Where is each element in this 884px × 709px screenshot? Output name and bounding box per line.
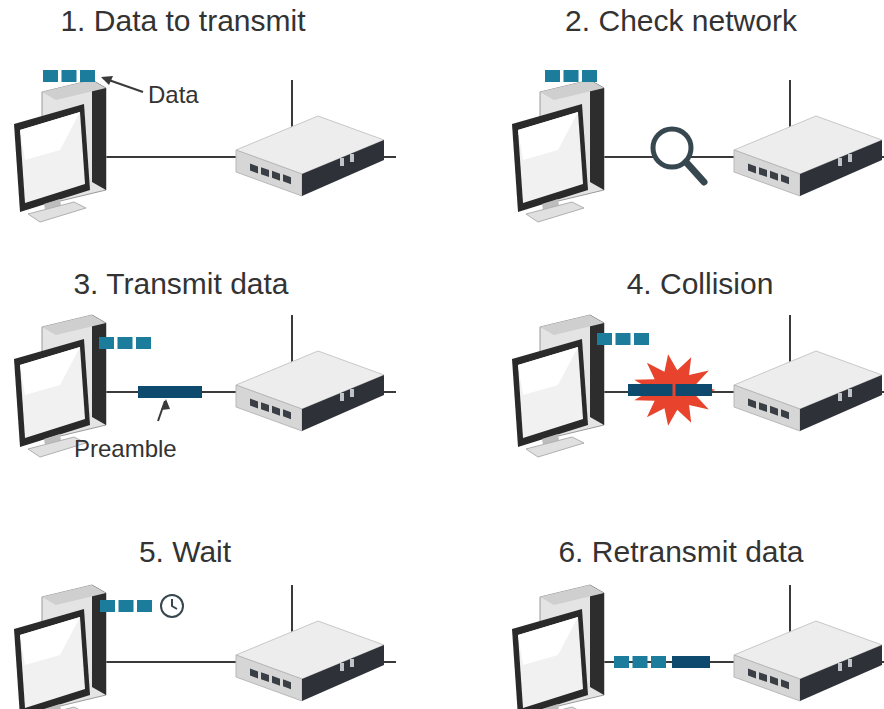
data-blocks bbox=[100, 600, 152, 612]
network-cable bbox=[882, 156, 884, 158]
network-cable bbox=[100, 661, 240, 663]
network-cable bbox=[384, 391, 396, 393]
step-title: 3. Transmit data bbox=[73, 267, 288, 300]
data-blocks bbox=[614, 656, 666, 668]
step-title: 5. Wait bbox=[139, 535, 231, 568]
network-cable bbox=[882, 661, 884, 663]
step-panel bbox=[512, 315, 884, 457]
leader-arrow bbox=[101, 76, 113, 85]
preamble-bar bbox=[138, 386, 202, 398]
switch-icon bbox=[236, 80, 384, 196]
network-cable bbox=[882, 391, 884, 393]
step-title: 2. Check network bbox=[565, 4, 797, 37]
computer-icon bbox=[512, 315, 604, 457]
callout-label: Data bbox=[148, 82, 199, 108]
preamble-bar bbox=[672, 656, 710, 668]
network-cable bbox=[384, 661, 396, 663]
computer-icon bbox=[14, 585, 106, 709]
step-panel bbox=[512, 585, 884, 709]
switch-icon bbox=[734, 585, 882, 701]
switch-icon bbox=[236, 315, 384, 431]
data-blocks bbox=[597, 333, 649, 345]
switch-icon bbox=[734, 80, 882, 196]
clock-icon bbox=[161, 595, 183, 617]
network-cable bbox=[384, 156, 396, 158]
data-blocks bbox=[99, 337, 151, 349]
computer-icon bbox=[512, 585, 604, 709]
switch-icon bbox=[236, 585, 384, 701]
switch-icon bbox=[734, 315, 882, 431]
step-title: 4. Collision bbox=[627, 267, 774, 300]
data-blocks bbox=[545, 70, 597, 82]
computer-icon bbox=[14, 80, 106, 222]
computer-icon bbox=[512, 80, 604, 222]
step-panel bbox=[512, 70, 884, 222]
callout-label: Preamble bbox=[74, 436, 177, 462]
data-blocks bbox=[43, 70, 95, 82]
step-panel bbox=[14, 585, 396, 709]
step-title: 1. Data to transmit bbox=[60, 4, 305, 37]
step-title: 6. Retransmit data bbox=[558, 535, 803, 568]
step-panel bbox=[14, 315, 396, 457]
magnifier-icon bbox=[653, 129, 704, 182]
step-panel bbox=[14, 70, 396, 222]
network-cable bbox=[100, 156, 240, 158]
